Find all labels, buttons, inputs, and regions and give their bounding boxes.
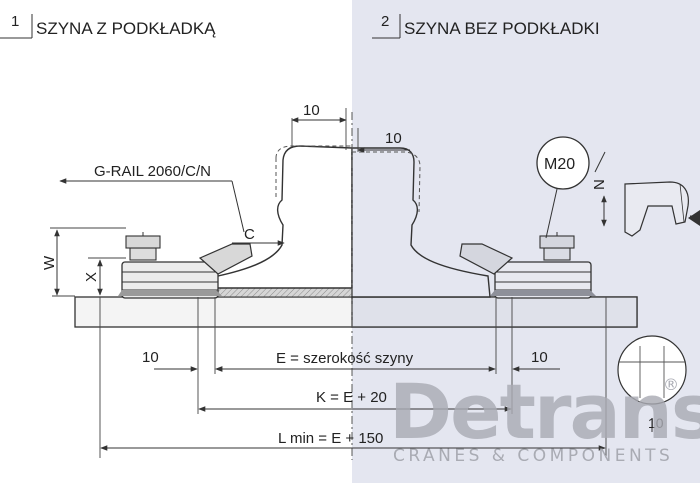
detail-circle: 10 — [617, 335, 687, 432]
left-panel-header: 1 SZYNA Z PODKŁADKĄ — [0, 13, 216, 39]
dim-top-left: 10 — [291, 102, 347, 150]
l-label: L min = E + 150 — [278, 430, 383, 447]
dim-left-gap: 10 — [142, 349, 256, 372]
n-label: N — [591, 179, 608, 190]
dim-l: L min = E + 150 — [100, 430, 606, 451]
dim-top-left-label: 10 — [303, 102, 320, 119]
base-plate-right-shade — [351, 296, 638, 328]
dim-x: X — [83, 257, 126, 296]
rail-pad — [214, 287, 353, 298]
right-panel-header: 2 SZYNA BEZ PODKŁADKI — [372, 13, 600, 39]
rail-profile-left — [214, 145, 353, 289]
rail-profile-right — [351, 147, 491, 298]
e-label: E = szerokość szyny — [276, 350, 414, 367]
right-panel-title: SZYNA BEZ PODKŁADKI — [404, 19, 600, 38]
watermark-brand: Detrans — [389, 367, 700, 456]
k-label: K = E + 20 — [316, 389, 387, 406]
g-rail-label: G-RAIL 2060/C/N — [94, 163, 211, 180]
m20-label: M20 — [544, 156, 575, 173]
dim-w: W — [41, 227, 126, 297]
bottom-extension-lines — [99, 297, 607, 458]
right-clamp — [459, 232, 596, 299]
right-gap-label: 10 — [531, 349, 548, 366]
dim-top-right: 10 — [357, 128, 410, 153]
left-panel-number: 1 — [11, 13, 19, 30]
left-gap-label: 10 — [142, 349, 159, 366]
dim-top-right-label: 10 — [385, 130, 402, 147]
left-panel-title: SZYNA Z PODKŁADKĄ — [36, 19, 216, 38]
dim-k: K = E + 20 — [198, 389, 512, 412]
right-panel-number: 2 — [381, 13, 389, 30]
watermark-registered: ® — [663, 375, 679, 394]
c-label: C — [244, 226, 255, 243]
x-label: X — [83, 272, 100, 282]
w-label: W — [41, 255, 58, 270]
rail-wear-outline — [275, 145, 421, 213]
callout-g-rail: G-RAIL 2060/C/N — [59, 163, 245, 233]
callout-m20: M20 — [536, 136, 590, 239]
detail-n: N — [591, 151, 700, 237]
dim-e: E = szerokość szyny — [215, 350, 496, 372]
left-clamp — [118, 232, 253, 299]
watermark-tagline: CRANES & COMPONENTS — [393, 446, 673, 466]
detail-gap-label: 10 — [648, 415, 664, 431]
detrans-watermark: Detrans ® CRANES & COMPONENTS — [389, 367, 700, 466]
dim-right-gap: 10 — [512, 349, 560, 372]
callout-c: C — [232, 226, 285, 246]
